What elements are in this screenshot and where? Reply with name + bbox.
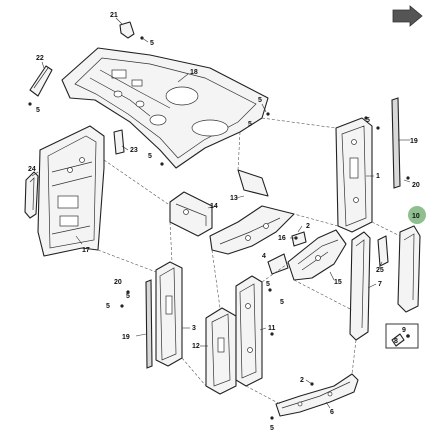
- callout-12: 12: [192, 343, 200, 350]
- callout-5: 5: [106, 303, 110, 310]
- callout-4: 4: [262, 253, 266, 260]
- callout-20: 20: [114, 279, 122, 286]
- pillar-7: [349, 231, 371, 341]
- callout-21: 21: [110, 12, 118, 19]
- bracket-16: [291, 231, 307, 247]
- clip-23: [113, 129, 125, 155]
- side-piece-24: [24, 171, 39, 219]
- callout-23: 23: [130, 147, 138, 154]
- callout-25: 25: [376, 267, 384, 274]
- callout-5: 5: [126, 293, 130, 300]
- callout-labels: 21 5 22 5 18 5 5 23 5 24 17 5 19 1 20 13…: [28, 12, 420, 432]
- callout-5: 5: [280, 299, 284, 306]
- callout-24: 24: [28, 166, 36, 173]
- callout-3: 3: [192, 325, 196, 332]
- bracket-25: [377, 235, 389, 267]
- inset-detail-box: [385, 323, 419, 349]
- callout-5: 5: [148, 153, 152, 160]
- callout-5: 5: [36, 107, 40, 114]
- callout-6: 6: [330, 409, 334, 416]
- callout-9: 9: [402, 327, 406, 334]
- callout-22: 22: [36, 55, 44, 62]
- callout-17: 17: [82, 247, 90, 254]
- center-bracket-14: [169, 191, 213, 237]
- callout-16: 16: [278, 235, 286, 242]
- callout-20: 20: [412, 182, 420, 189]
- callout-highlight[interactable]: [408, 206, 426, 224]
- fasteners: [28, 36, 410, 420]
- callout-14: 14: [210, 203, 218, 210]
- callout-11: 11: [268, 325, 276, 332]
- callout-19: 19: [410, 138, 418, 145]
- callout-1: 1: [376, 173, 380, 180]
- callout-10: 10: [412, 213, 420, 220]
- left-side-panel: [37, 125, 105, 257]
- floor-bracket-15: [287, 229, 347, 281]
- strip-19-lower: [145, 279, 153, 369]
- callout-19: 19: [122, 334, 130, 341]
- assembly-guide-lines: [97, 117, 401, 405]
- bracket-21: [119, 21, 135, 39]
- strip-19-right: [391, 97, 401, 189]
- bracket-4: [267, 253, 289, 275]
- callout-5: 5: [266, 281, 270, 288]
- callout-2: 2: [306, 223, 310, 230]
- arrow-right-icon[interactable]: [392, 5, 423, 27]
- panel-10: [397, 225, 421, 313]
- pillar-3: [155, 261, 183, 367]
- callout-5: 5: [258, 97, 262, 104]
- callout-18: 18: [190, 69, 198, 76]
- bracket-22: [29, 65, 53, 97]
- callout-8: 8: [394, 338, 398, 345]
- cross-member-13: [209, 169, 295, 255]
- panel-12: [205, 307, 237, 395]
- roof-panel: [61, 47, 269, 169]
- right-upright-1: [335, 117, 373, 233]
- callout-2: 2: [300, 377, 304, 384]
- callout-5: 5: [150, 40, 154, 47]
- callout-5: 5: [366, 117, 370, 124]
- callout-7: 7: [378, 281, 382, 288]
- callout-5: 5: [248, 121, 252, 128]
- callout-5: 5: [270, 425, 274, 432]
- bottom-cross-bar-6: [275, 373, 359, 417]
- pillar-11: [235, 275, 263, 387]
- callout-15: 15: [334, 279, 342, 286]
- leader-lines: [31, 17, 411, 409]
- callout-13: 13: [230, 195, 238, 202]
